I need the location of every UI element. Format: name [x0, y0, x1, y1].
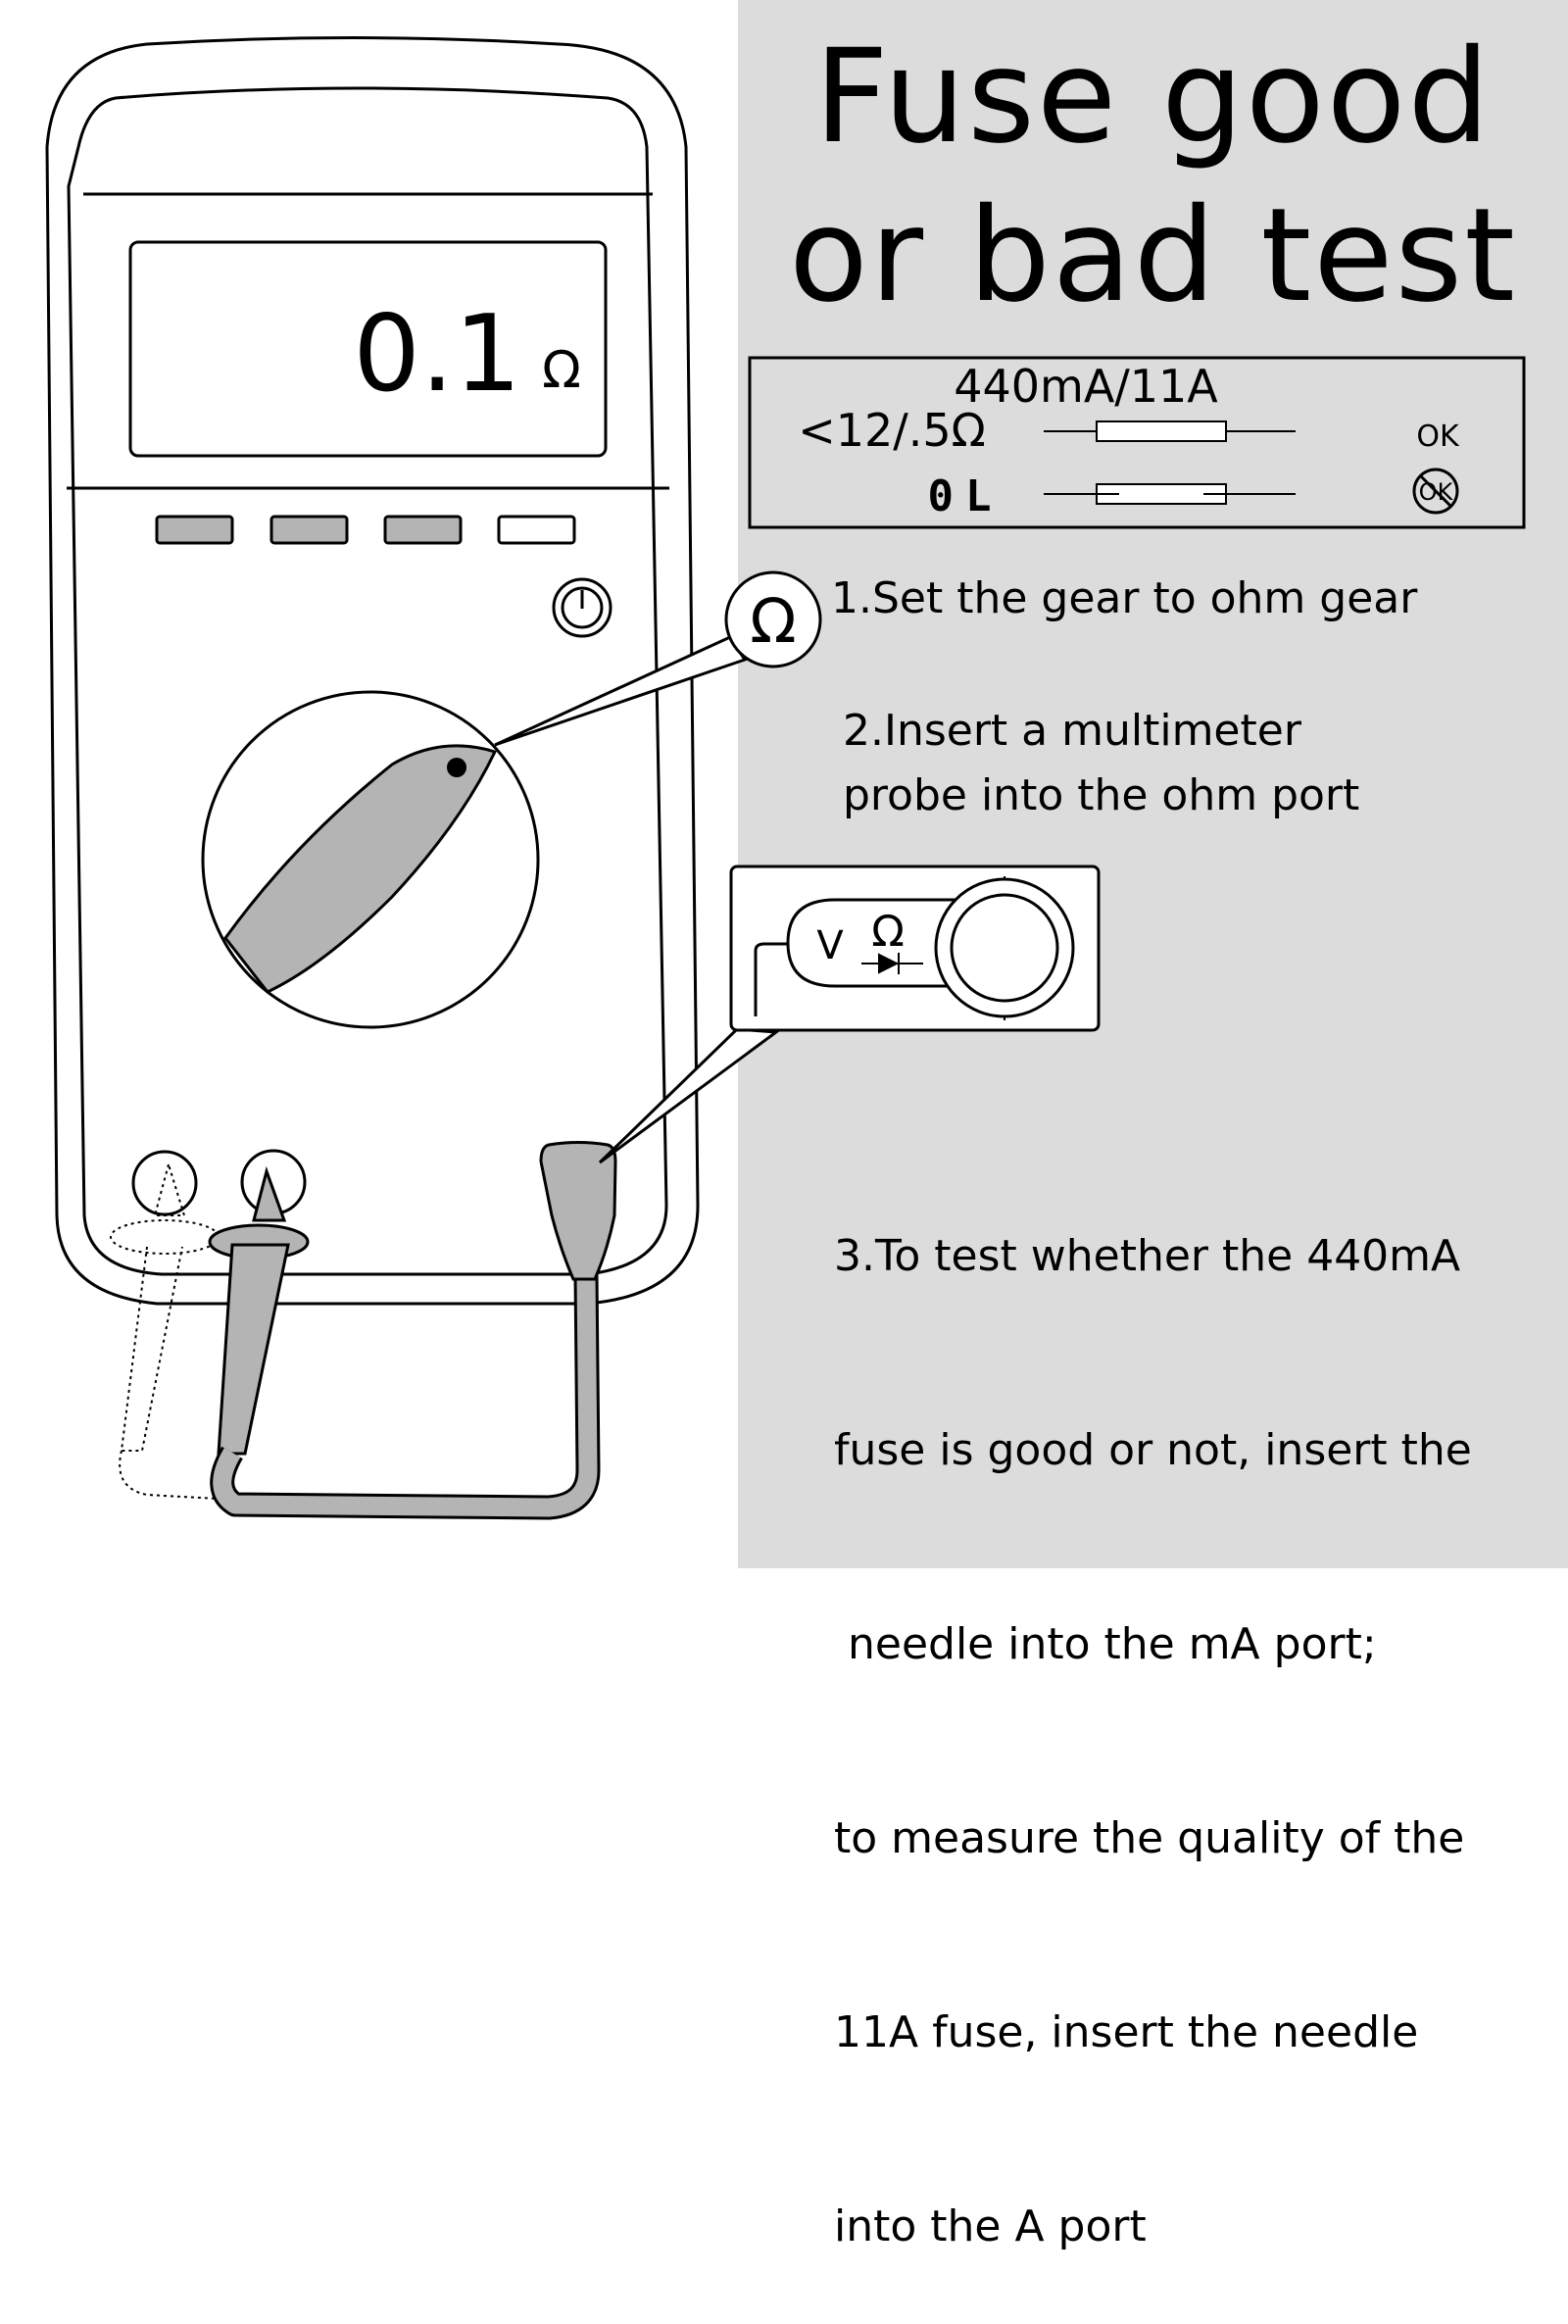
step-2-line-2: probe into the ohm port — [843, 770, 1360, 820]
step-3-line-2: fuse is good or not, insert the — [834, 1425, 1472, 1475]
step-3-line-5: 11A fuse, insert the needle — [834, 2007, 1419, 2057]
ohm-callout-symbol: Ω — [750, 585, 796, 657]
step-2-text: 2.Insert a multimeter probe into the ohm… — [843, 699, 1359, 828]
lcd-screen — [128, 240, 608, 458]
step-2-line-1: 2.Insert a multimeter — [843, 706, 1301, 756]
diode-icon — [861, 953, 923, 974]
lcd-reading: 0.1 — [353, 293, 521, 416]
not-ok-icon — [1412, 468, 1459, 515]
power-icon — [552, 577, 612, 638]
step-1-text: 1.Set the gear to ohm gear — [831, 567, 1417, 631]
red-probe-plug — [539, 1141, 617, 1281]
step-3-line-3: needle into the mA port; — [834, 1619, 1377, 1669]
dial-pointer — [223, 744, 498, 994]
black-test-probe — [208, 1165, 310, 1456]
blown-fuse-icon — [1044, 483, 1296, 505]
good-reading: <12/.5Ω — [798, 404, 986, 457]
instructions-panel — [738, 0, 1568, 1568]
good-fuse-icon — [1044, 420, 1296, 442]
good-ok-label: OK — [1416, 420, 1460, 454]
ohm-port-jack-inner — [950, 893, 1059, 1003]
rotary-dial — [201, 690, 540, 1029]
port-v-label: V — [816, 923, 844, 968]
step-3-line-4: to measure the quality of the — [834, 1813, 1465, 1863]
port-ohm-label: Ω — [871, 907, 905, 957]
step-1-line: 1.Set the gear to ohm gear — [831, 573, 1418, 623]
function-button-1 — [155, 515, 234, 545]
step-3-text: 3.To test whether the 440mA fuse is good… — [834, 1095, 1472, 2324]
function-button-4 — [497, 515, 576, 545]
bad-reading: 0L — [928, 471, 1004, 521]
ohm-callout-badge — [724, 570, 822, 668]
input-jack-1 — [131, 1150, 198, 1216]
port-callout-lead-line — [754, 942, 789, 1016]
function-button-2 — [270, 515, 349, 545]
step-3-line-1: 3.To test whether the 440mA — [834, 1231, 1461, 1281]
probe-cable-fill — [213, 1273, 598, 1517]
dial-indicator-dot — [447, 758, 466, 777]
title-line-1: Fuse good — [813, 22, 1493, 173]
page-title: Fuse good or bad test — [738, 18, 1568, 335]
multimeter-illustration: 0.1 Ω Ω V Ω — [45, 36, 1526, 1520]
function-button-3 — [383, 515, 463, 545]
fuse-legend-box — [748, 356, 1526, 529]
fuse-rating: 440mA/11A — [954, 360, 1218, 413]
step-3-line-6: into the A port — [834, 2201, 1147, 2251]
lcd-ohm-unit: Ω — [542, 341, 581, 400]
title-line-2: or bad test — [789, 180, 1517, 331]
probe-cable — [210, 1273, 601, 1520]
